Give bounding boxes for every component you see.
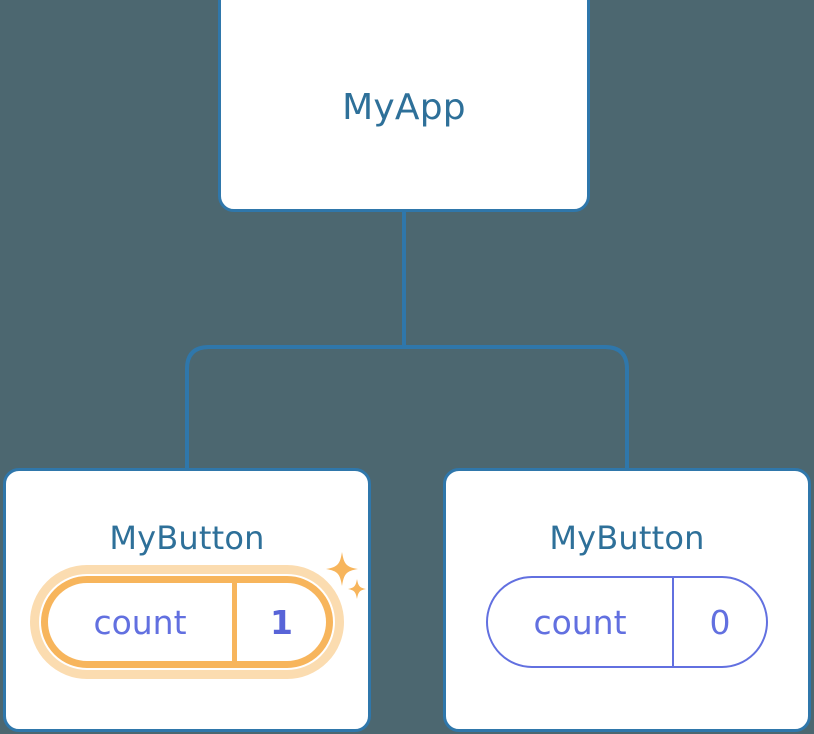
state-pill-holder: count 0 [486,576,768,668]
node-card-mybutton-right[interactable]: MyButton count 0 [443,468,811,732]
state-pill-wrap: count 0 [446,576,808,668]
state-value-label: 1 [232,583,326,661]
state-key-label: count [533,602,627,642]
node-card-myapp[interactable]: MyApp [218,0,590,212]
state-pill-wrap: count 1 [6,552,368,679]
sparkle-small-icon [348,579,366,599]
node-card-mybutton-left[interactable]: MyButton count 1 [3,468,371,732]
node-title: MyButton [549,519,705,557]
sparkle-large-icon [326,552,358,586]
node-title: MyButton [109,519,265,557]
state-pill-holder: count 1 [30,552,366,679]
state-badge-count[interactable]: count 1 [41,576,333,668]
state-value-label: 0 [672,578,766,666]
state-key-label: count [93,602,187,642]
state-badge-count[interactable]: count 0 [486,576,768,668]
node-title: MyApp [342,87,466,128]
